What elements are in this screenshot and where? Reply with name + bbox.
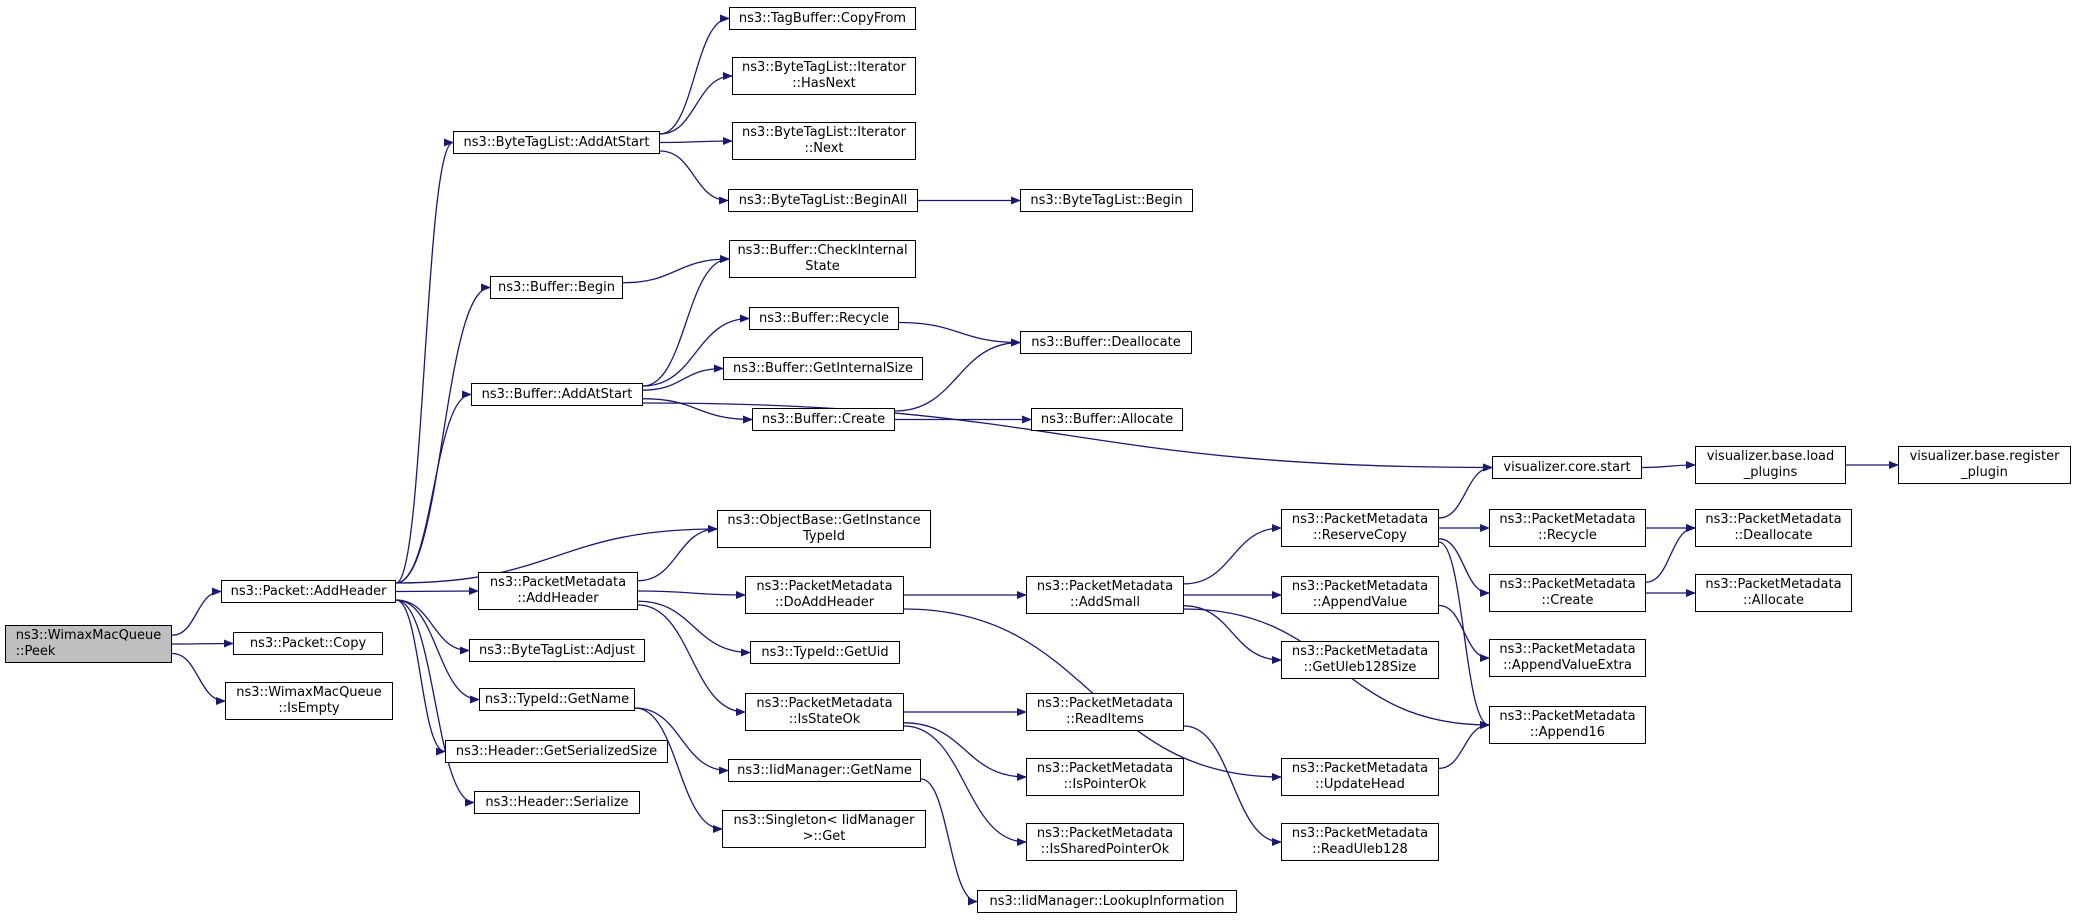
node-buffer-begin[interactable]: ns3::Buffer::Begin (490, 276, 623, 299)
edge-add-header-to-pm-add-header (395, 587, 479, 596)
node-packet-metadata-create[interactable]: ns3::PacketMetadata ::Create (1489, 574, 1646, 612)
node-buffer-deallocate[interactable]: ns3::Buffer::Deallocate (1020, 331, 1192, 354)
edge-buffer-add-at-start-to-buffer-create (642, 398, 753, 424)
node-byte-tag-list-begin[interactable]: ns3::ByteTagList::Begin (1020, 189, 1193, 212)
edge-buffer-add-at-start-to-visualizer-core-start (642, 402, 1493, 472)
node-visualizer-core-start[interactable]: visualizer.core.start (1492, 456, 1642, 479)
node-buffer-create[interactable]: ns3::Buffer::Create (752, 408, 895, 431)
node-byte-tag-list-iterator-has-next[interactable]: ns3::ByteTagList::Iterator ::HasNext (732, 57, 916, 95)
edge-pm-read-items-to-pm-read-uleb128 (1183, 725, 1282, 846)
node-header-serialize[interactable]: ns3::Header::Serialize (474, 791, 640, 814)
edge-add-header-to-buffer-add-at-start (395, 390, 472, 584)
node-type-id-get-uid[interactable]: ns3::TypeId::GetUid (750, 641, 900, 664)
node-packet-metadata-append-value[interactable]: ns3::PacketMetadata ::AppendValue (1281, 576, 1439, 614)
node-header-get-serialized-size[interactable]: ns3::Header::GetSerializedSize (445, 740, 668, 763)
node-packet-metadata-do-add-header[interactable]: ns3::PacketMetadata ::DoAddHeader (745, 576, 904, 614)
node-packet-metadata-read-items[interactable]: ns3::PacketMetadata ::ReadItems (1026, 693, 1184, 731)
node-type-id-get-name[interactable]: ns3::TypeId::GetName (479, 688, 635, 711)
edge-pm-append-value-to-pm-append-value-extra (1438, 604, 1490, 662)
node-tag-buffer-copy-from[interactable]: ns3::TagBuffer::CopyFrom (729, 7, 916, 30)
edge-buffer-add-at-start-to-buffer-get-internal-size (642, 364, 724, 391)
edge-pm-add-header-to-objectbase-get-instance-typeid (637, 525, 718, 582)
edge-btl-add-at-start-to-btl-iterator-has-next (659, 72, 733, 135)
edge-typeid-get-name-to-singleton-get (634, 707, 723, 833)
edge-visualizer-core-start-to-visualizer-base-load-plugins (1641, 461, 1696, 470)
node-byte-tag-list-iterator-next[interactable]: ns3::ByteTagList::Iterator ::Next (732, 122, 916, 160)
edge-pm-reserve-copy-to-pm-append16 (1438, 541, 1490, 729)
edge-btl-add-at-start-to-btl-begin-all (659, 150, 729, 205)
node-buffer-allocate[interactable]: ns3::Buffer::Allocate (1031, 408, 1183, 431)
edge-pm-is-state-ok-to-pm-is-shared-pointer-ok (903, 725, 1027, 846)
node-packet-metadata-add-header[interactable]: ns3::PacketMetadata ::AddHeader (478, 572, 638, 610)
edge-typeid-get-name-to-iidmanager-get-name (634, 707, 729, 775)
node-packet-metadata-get-uleb128-size[interactable]: ns3::PacketMetadata ::GetUleb128Size (1281, 641, 1439, 679)
edge-pm-create-to-pm-deallocate (1645, 524, 1696, 583)
edge-pm-add-small-to-pm-reserve-copy (1183, 524, 1282, 585)
edge-pm-reserve-copy-to-pm-create (1438, 538, 1490, 597)
node-object-base-get-instance-type-id[interactable]: ns3::ObjectBase::GetInstance TypeId (717, 510, 931, 548)
node-packet-metadata-append16[interactable]: ns3::PacketMetadata ::Append16 (1489, 706, 1646, 744)
node-byte-tag-list-add-at-start[interactable]: ns3::ByteTagList::AddAtStart (453, 131, 660, 154)
edge-pm-add-header-to-typeid-get-uid (637, 600, 751, 657)
edge-peek-to-is-empty (171, 652, 226, 705)
edge-buffer-add-at-start-to-buffer-recycle (642, 314, 750, 387)
node-byte-tag-list-adjust[interactable]: ns3::ByteTagList::Adjust (469, 639, 645, 662)
node-packet-metadata-is-shared-pointer-ok[interactable]: ns3::PacketMetadata ::IsSharedPointerOk (1026, 823, 1184, 861)
node-singleton-iid-manager-get[interactable]: ns3::Singleton< IidManager >::Get (722, 810, 926, 848)
node-packet-add-header[interactable]: ns3::Packet::AddHeader (221, 580, 396, 603)
edge-pm-reserve-copy-to-visualizer-core-start (1438, 463, 1493, 519)
node-packet-metadata-append-value-extra[interactable]: ns3::PacketMetadata ::AppendValueExtra (1489, 639, 1646, 677)
node-visualizer-base-load-plugins[interactable]: visualizer.base.load _plugins (1695, 446, 1846, 484)
edge-add-header-to-typeid-get-name (395, 599, 480, 704)
node-packet-metadata-read-uleb128[interactable]: ns3::PacketMetadata ::ReadUleb128 (1281, 823, 1439, 861)
edge-add-header-to-objectbase-get-instance-typeid (395, 525, 718, 584)
edge-iidmanager-get-name-to-iidmanager-lookup-information (920, 778, 978, 906)
edge-pm-add-header-to-pm-is-state-ok (637, 604, 746, 716)
node-iid-manager-lookup-information[interactable]: ns3::IidManager::LookupInformation (977, 890, 1237, 913)
node-packet-metadata-is-state-ok[interactable]: ns3::PacketMetadata ::IsStateOk (745, 693, 904, 731)
node-buffer-get-internal-size[interactable]: ns3::Buffer::GetInternalSize (723, 357, 923, 380)
edge-peek-to-copy (171, 639, 234, 648)
edge-pm-is-state-ok-to-pm-is-pointer-ok (903, 722, 1027, 781)
edge-peek-to-add-header (171, 587, 222, 636)
node-wimax-mac-queue-is-empty[interactable]: ns3::WimaxMacQueue ::IsEmpty (225, 682, 393, 720)
edge-pm-update-head-to-pm-append16 (1438, 721, 1490, 769)
edge-buffer-add-at-start-to-buffer-check-internal-state (642, 255, 730, 387)
node-iid-manager-get-name[interactable]: ns3::IidManager::GetName (728, 759, 921, 782)
node-packet-metadata-recycle[interactable]: ns3::PacketMetadata ::Recycle (1489, 509, 1646, 547)
node-packet-metadata-reserve-copy[interactable]: ns3::PacketMetadata ::ReserveCopy (1281, 509, 1439, 547)
edge-buffer-recycle-to-buffer-deallocate (898, 321, 1021, 347)
node-packet-metadata-is-pointer-ok[interactable]: ns3::PacketMetadata ::IsPointerOk (1026, 758, 1184, 796)
node-packet-metadata-update-head[interactable]: ns3::PacketMetadata ::UpdateHead (1281, 758, 1439, 796)
node-buffer-recycle[interactable]: ns3::Buffer::Recycle (749, 307, 899, 330)
edge-add-header-to-btl-add-at-start (395, 138, 454, 584)
edge-btl-add-at-start-to-btl-iterator-next (659, 137, 733, 146)
edge-pm-add-small-to-pm-get-uleb128-size (1183, 605, 1282, 664)
node-packet-metadata-add-small[interactable]: ns3::PacketMetadata ::AddSmall (1026, 576, 1184, 614)
node-wimax-mac-queue-peek: ns3::WimaxMacQueue ::Peek (5, 625, 172, 663)
edge-add-header-to-header-get-serialized-size (395, 599, 446, 756)
node-visualizer-base-register-plugin[interactable]: visualizer.base.register _plugin (1898, 446, 2071, 484)
edge-pm-add-header-to-pm-do-add-header (637, 590, 746, 599)
node-packet-metadata-deallocate[interactable]: ns3::PacketMetadata ::Deallocate (1695, 509, 1852, 547)
edge-btl-add-at-start-to-tagbuffer-copy-from (659, 14, 730, 135)
node-packet-copy[interactable]: ns3::Packet::Copy (233, 632, 383, 655)
edge-buffer-create-to-buffer-deallocate (894, 338, 1021, 412)
node-buffer-add-at-start[interactable]: ns3::Buffer::AddAtStart (471, 383, 643, 406)
edge-add-header-to-header-serialize (395, 599, 475, 807)
node-buffer-check-internal-state[interactable]: ns3::Buffer::CheckInternal State (729, 240, 916, 278)
node-packet-metadata-allocate[interactable]: ns3::PacketMetadata ::Allocate (1695, 574, 1852, 612)
edge-buffer-begin-to-buffer-check-internal-state (622, 255, 730, 284)
node-byte-tag-list-begin-all[interactable]: ns3::ByteTagList::BeginAll (728, 189, 918, 212)
